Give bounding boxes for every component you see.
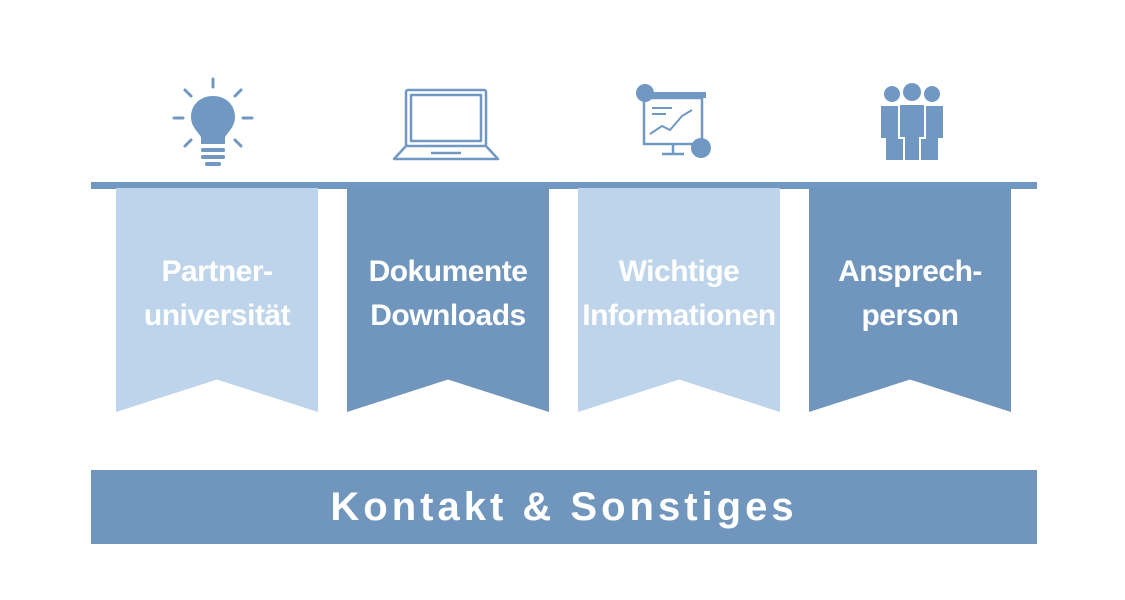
- banner-label: Wichtige Informationen: [582, 255, 776, 332]
- lightbulb-icon: [158, 76, 268, 168]
- kontakt-sonstiges-button[interactable]: Kontakt & Sonstiges: [91, 470, 1037, 544]
- banner-label: Partner- universität: [143, 255, 291, 332]
- banner-label: Dokumente Downloads: [368, 255, 528, 332]
- people-group-icon: [857, 76, 967, 168]
- laptop-icon: [391, 76, 501, 168]
- banner-wichtige-informationen[interactable]: Wichtige Informationen: [578, 188, 780, 412]
- banner-partneruniversitaet[interactable]: Partner- universität: [116, 188, 318, 412]
- footer-label: Kontakt & Sonstiges: [330, 484, 798, 529]
- presentation-icon: [624, 76, 734, 168]
- banner-ansprechperson[interactable]: Ansprech- person: [809, 188, 1011, 412]
- banner-label: Ansprech- person: [838, 255, 982, 332]
- banner-dokumente-downloads[interactable]: Dokumente Downloads: [347, 188, 549, 412]
- banner-rail: [91, 182, 1037, 189]
